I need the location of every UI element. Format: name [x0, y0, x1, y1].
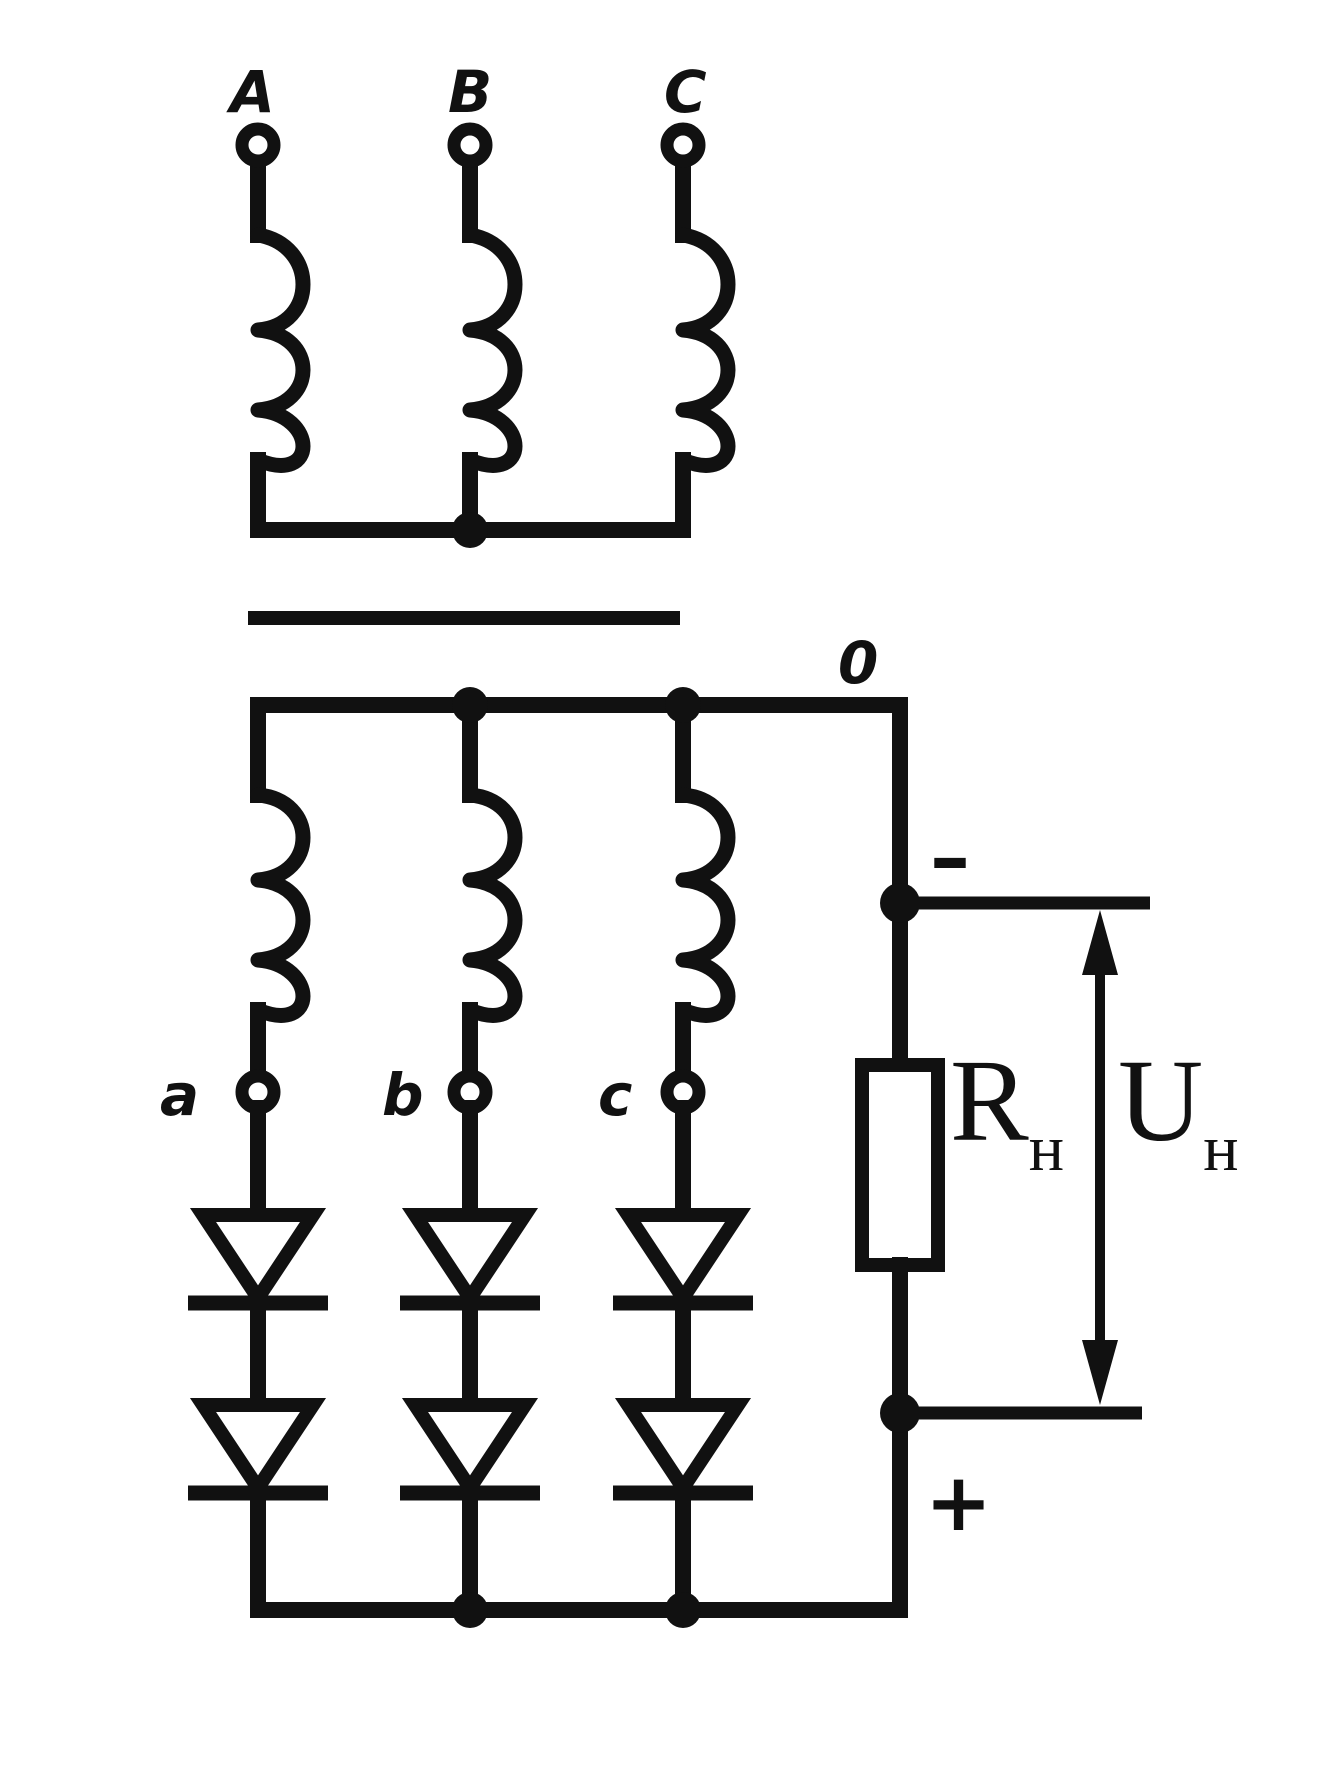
- diode-column-a: [188, 1100, 328, 1618]
- primary-coil-a: [250, 152, 478, 538]
- diode-c1: [614, 1208, 752, 1311]
- diode-c2: [614, 1398, 752, 1501]
- load-resistor: [855, 1058, 945, 1272]
- plus-sign: +: [925, 1456, 992, 1549]
- terminal-C: [660, 122, 706, 168]
- primary-coil-c: [462, 152, 736, 538]
- neutral-bus: [250, 697, 908, 903]
- diode-column-c: [613, 1100, 753, 1618]
- label-C: C: [664, 58, 707, 126]
- voltage-label: Uн: [1118, 1035, 1239, 1185]
- node-c-bottom: [665, 1592, 701, 1628]
- primary-winding: A B C: [226, 58, 736, 548]
- resistor-label: Rн: [950, 1035, 1064, 1185]
- node-c-top: [665, 687, 701, 723]
- label-A: A: [226, 58, 275, 126]
- terminal-B: [447, 122, 493, 168]
- label-neutral: 0: [838, 629, 878, 697]
- secondary-coil-c: [675, 697, 736, 1083]
- label-B: B: [448, 58, 492, 126]
- diode-column-b: [400, 1100, 540, 1618]
- primary-star-node: [452, 512, 488, 548]
- secondary-coil-b: [462, 697, 523, 1083]
- minus-sign: –: [930, 811, 970, 904]
- label-a: a: [160, 1061, 199, 1129]
- positive-bus: [250, 1407, 908, 1618]
- label-b: b: [382, 1061, 424, 1129]
- voltage-arrow: [1082, 910, 1118, 1405]
- diode-a1: [189, 1208, 327, 1311]
- node-b-top: [452, 687, 488, 723]
- secondary-winding: 0 a b c: [160, 629, 908, 1129]
- diode-b1: [401, 1208, 539, 1311]
- primary-coil-b: [462, 152, 523, 538]
- node-b-bottom: [452, 1592, 488, 1628]
- diode-a2: [189, 1398, 327, 1501]
- label-c: c: [598, 1061, 632, 1129]
- diode-b2: [401, 1398, 539, 1501]
- terminal-A: [235, 122, 281, 168]
- secondary-coil-a: [250, 787, 311, 1083]
- load-branch: – +: [855, 811, 1150, 1549]
